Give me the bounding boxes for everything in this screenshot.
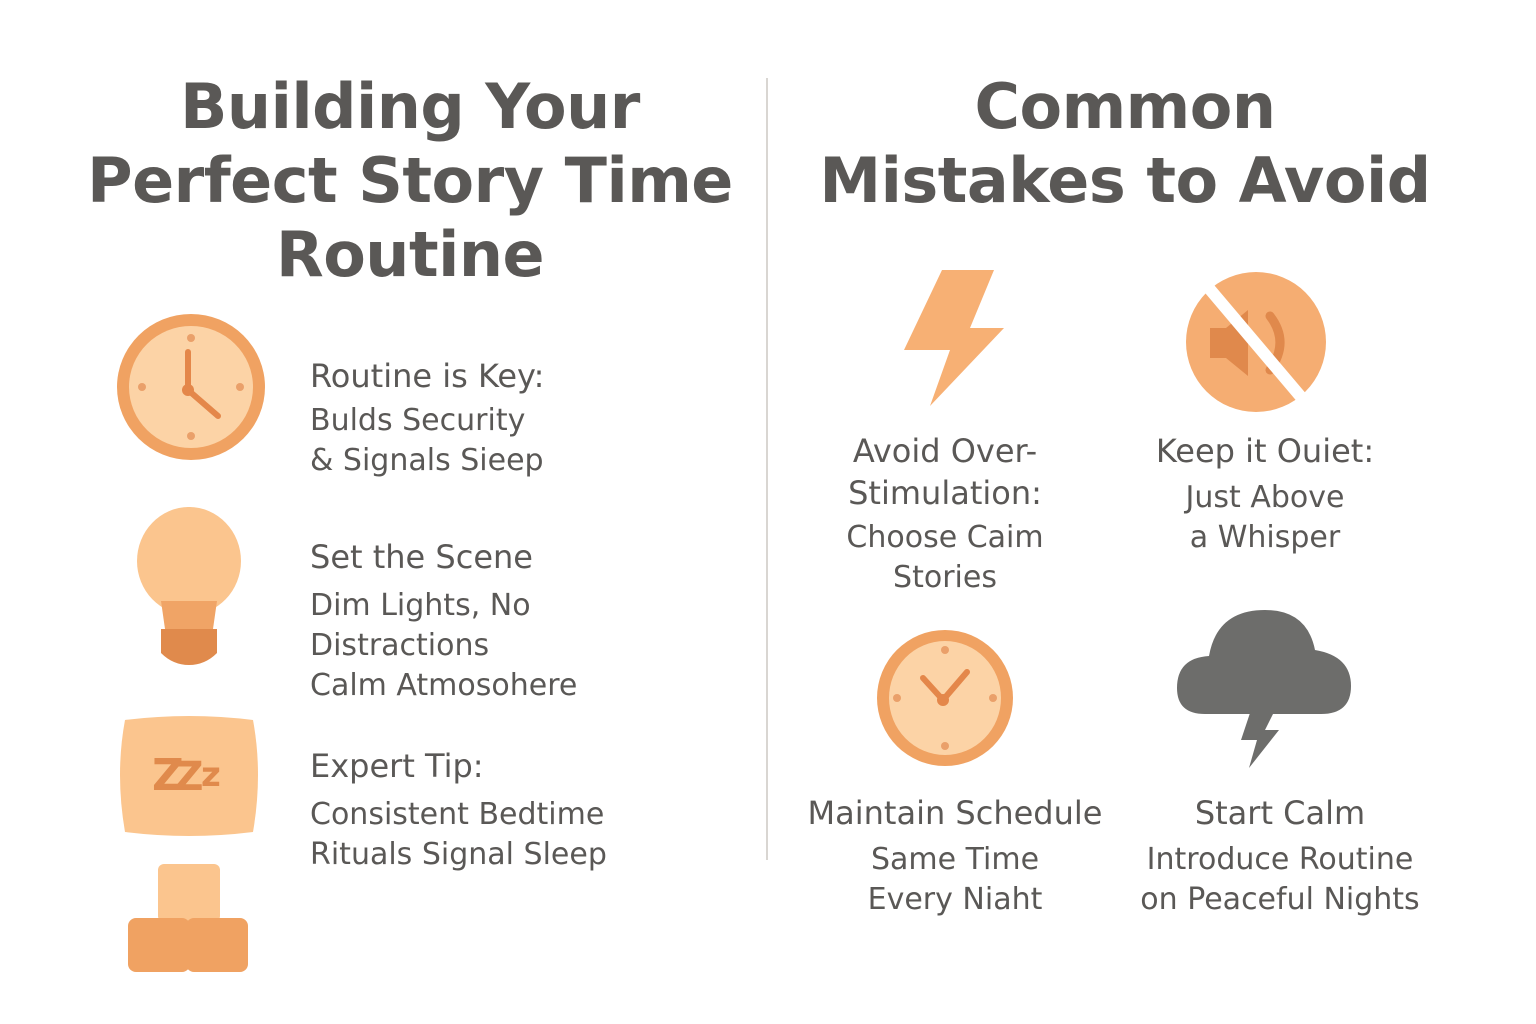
item-text: a Whisper: [1189, 520, 1341, 555]
left-title: Building Your Perfect Story Time Routine: [60, 70, 760, 292]
left-title-line: Building Your: [180, 70, 640, 143]
right-title-line: Mistakes to Avoid: [819, 144, 1431, 217]
lightning-bolt-icon: [900, 268, 1012, 408]
svg-text:Z: Z: [152, 750, 184, 801]
item-text: Same Time: [870, 842, 1040, 877]
item-text: & Signals Sieep: [310, 443, 544, 478]
left-item-tip: Expert Tip: Consistent Bedtime Rituals S…: [310, 745, 607, 875]
right-item-quiet: Keep it Ouiet: Just Above a Whisper: [1115, 430, 1415, 558]
item-heading: Keep it Ouiet:: [1155, 432, 1375, 470]
svg-text:Z: Z: [174, 754, 203, 800]
item-heading: Maintain Schedule: [807, 794, 1103, 832]
column-divider: [766, 78, 768, 860]
clock-icon: [875, 628, 1015, 768]
clock-icon: [115, 312, 267, 462]
svg-text:z: z: [201, 755, 221, 795]
item-text: Dim Lights, No: [310, 588, 531, 623]
lightbulb-icon: [133, 503, 245, 669]
left-title-line: Routine: [275, 218, 545, 291]
right-item-schedule: Maintain Schedule Same Time Every Niaht: [785, 792, 1125, 920]
item-text: Distractions: [310, 628, 490, 663]
left-item-scene: Set the Scene Dim Lights, No Distraction…: [310, 536, 577, 706]
item-text: Consistent Bedtime: [310, 797, 605, 832]
right-item-stimulation: Avoid Over- Stimulation: Choose Caim Sto…: [790, 430, 1100, 598]
item-text: Every Niaht: [867, 882, 1043, 917]
left-item-routine: Routine is Key: Bulds Security & Signals…: [310, 355, 544, 481]
right-item-start-calm: Start Calm Introduce Routine on Peaceful…: [1110, 792, 1450, 920]
muted-speaker-icon: [1182, 270, 1332, 414]
item-heading: Set the Scene: [310, 538, 533, 576]
item-text: on Peaceful Nights: [1140, 882, 1420, 917]
item-heading: Stimulation:: [848, 474, 1042, 512]
right-title: Common Mistakes to Avoid: [780, 70, 1470, 218]
item-text: Stories: [893, 560, 997, 595]
left-title-line: Perfect Story Time: [87, 144, 733, 217]
item-text: Rituals Signal Sleep: [310, 837, 607, 872]
item-text: Calm Atmosohere: [310, 668, 578, 703]
pillow-zzz-icon: Z Z z: [117, 714, 261, 840]
item-heading: Avoid Over-: [852, 432, 1038, 470]
item-text: Just Above: [1185, 480, 1345, 515]
storm-cloud-icon: [1175, 606, 1355, 770]
item-text: Bulds Security: [310, 403, 526, 438]
item-text: Choose Caim: [846, 520, 1044, 555]
item-heading: Routine is Key:: [310, 357, 545, 395]
item-text: Introduce Routine: [1146, 842, 1414, 877]
right-title-line: Common: [974, 70, 1276, 143]
stacked-blocks-icon: [128, 864, 252, 974]
item-heading: Expert Tip:: [310, 747, 484, 785]
item-heading: Start Calm: [1194, 794, 1366, 832]
